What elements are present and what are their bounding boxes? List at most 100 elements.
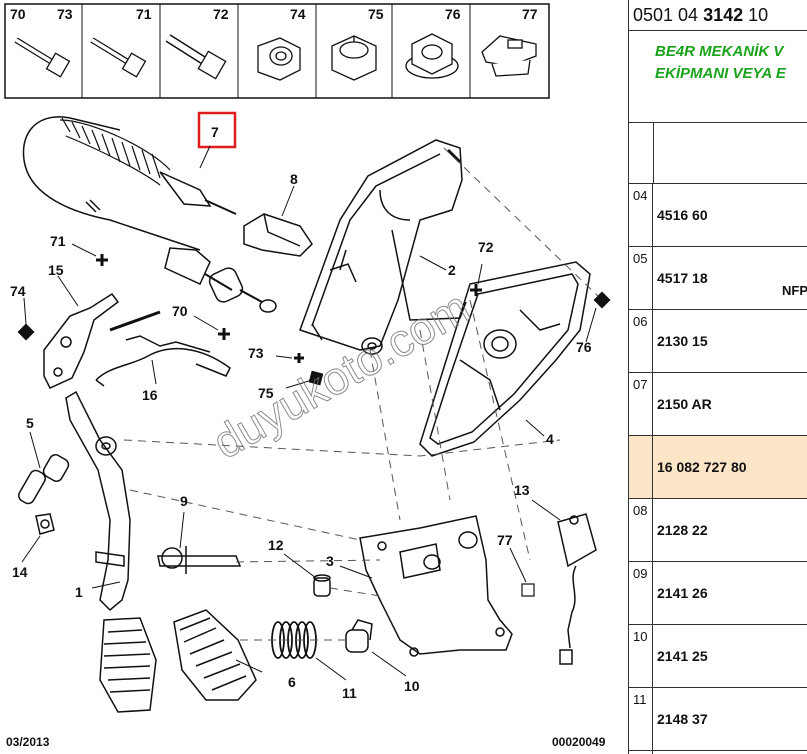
bush-5 <box>18 454 70 505</box>
ref-bold: 3142 <box>703 5 744 25</box>
row-index: 06 <box>629 310 653 372</box>
rod-marker <box>109 310 161 332</box>
strip-label-73: 73 <box>57 6 73 22</box>
callout-14: 14 <box>12 564 28 580</box>
reference-header: 0501 04 3142 10 <box>629 0 807 31</box>
strip-label-70: 70 <box>10 6 26 22</box>
bolt-72-icon <box>165 34 227 80</box>
strip-label-75: 75 <box>368 6 384 22</box>
callout-8: 8 <box>290 171 298 187</box>
nut-76-icon <box>405 33 459 79</box>
parts-row[interactable]: 16 082 727 80 <box>629 436 807 499</box>
callout-77: 77 <box>497 532 513 548</box>
callout-1: 1 <box>75 584 83 600</box>
footer-code: 00020049 <box>552 735 606 749</box>
leader-lines <box>21 145 597 681</box>
subtitle-line-1: BE4R MEKANİK V <box>655 43 784 60</box>
parts-list-panel: 0501 04 3142 10 BE4R MEKANİK V EKİPMANI … <box>628 0 807 754</box>
part-code: 2141 25 <box>657 648 708 664</box>
callout-73: 73 <box>248 345 264 361</box>
part-note: NFP <box>782 283 807 298</box>
callout-12: 12 <box>268 537 284 553</box>
parts-diagram: 70 73 71 72 74 75 76 77 <box>4 3 611 749</box>
parts-row[interactable]: 12 <box>629 751 807 754</box>
callout-10: 10 <box>404 678 420 694</box>
bushing-12 <box>313 574 331 597</box>
pedal-support <box>359 515 513 657</box>
bolt-70-icon <box>14 37 71 78</box>
row-index: 07 <box>629 373 653 435</box>
callout-76: 76 <box>576 339 592 355</box>
bolt-71-icon <box>90 37 147 78</box>
row-index: 04 <box>629 184 653 246</box>
callout-74: 74 <box>10 283 26 299</box>
clip-77-icon <box>481 35 537 77</box>
strip-label-74: 74 <box>290 6 306 22</box>
dashed-guides <box>123 147 601 641</box>
part-code: 4517 18 <box>657 270 708 286</box>
part-code: 2148 37 <box>657 711 708 727</box>
callout-4: 4 <box>546 431 554 447</box>
ref-suffix: 10 <box>748 5 769 25</box>
callout-72: 72 <box>478 239 494 255</box>
callout-11: 11 <box>342 685 357 701</box>
callout-5: 5 <box>26 415 34 431</box>
part-code: 16 082 727 80 <box>657 459 747 475</box>
strip-label-77: 77 <box>522 6 538 22</box>
callout-15: 15 <box>48 262 64 278</box>
plus-markers <box>96 254 482 363</box>
clutch-pedal <box>65 390 157 713</box>
callout-7: 7 <box>211 124 219 140</box>
callout-16: 16 <box>142 387 158 403</box>
part-code: 2130 15 <box>657 333 708 349</box>
column-header-row <box>629 123 807 184</box>
spring-11 <box>271 621 317 659</box>
row-index: 09 <box>629 562 653 624</box>
callout-6: 6 <box>288 674 296 690</box>
strip-label-72: 72 <box>213 6 229 22</box>
footer-date: 03/2013 <box>6 735 50 749</box>
clutch-cable <box>22 116 277 313</box>
subtitle-line-2: EKİPMANI VEYA E <box>655 65 786 82</box>
part-code: 2128 22 <box>657 522 708 538</box>
parts-strip <box>4 3 550 99</box>
callout-70: 70 <box>172 303 188 319</box>
nut-74-icon <box>257 37 301 81</box>
row-index <box>629 436 653 498</box>
clip-14 <box>35 513 55 535</box>
row-index: 08 <box>629 499 653 561</box>
bracket-15 <box>43 292 120 389</box>
watermark: duyukoto.com <box>204 280 478 468</box>
highlight-box-7 <box>197 111 237 149</box>
callout-3: 3 <box>326 553 334 569</box>
part-code: 2150 AR <box>657 396 712 412</box>
bushing-10 <box>345 619 373 653</box>
strip-label-71: 71 <box>136 6 152 22</box>
row-index: 10 <box>629 625 653 687</box>
pivot-9 <box>157 546 242 574</box>
clip-77-marker <box>521 583 535 597</box>
callout-2: 2 <box>448 262 456 278</box>
pedal-bracket <box>299 139 467 355</box>
wire-spring-16 <box>95 335 231 387</box>
part-code: 2141 26 <box>657 585 708 601</box>
guide-8 <box>243 213 313 257</box>
panel-subtitle: BE4R MEKANİK V EKİPMANI VEYA E <box>629 31 807 123</box>
strip-label-76: 76 <box>445 6 461 22</box>
row-index: 12 <box>629 751 653 754</box>
callout-9: 9 <box>180 493 188 509</box>
pedal-pad <box>173 609 257 701</box>
callout-71: 71 <box>50 233 66 249</box>
nut-75-icon <box>331 35 377 81</box>
part-code: 4516 60 <box>657 207 708 223</box>
ref-prefix: 0501 04 <box>633 5 699 25</box>
